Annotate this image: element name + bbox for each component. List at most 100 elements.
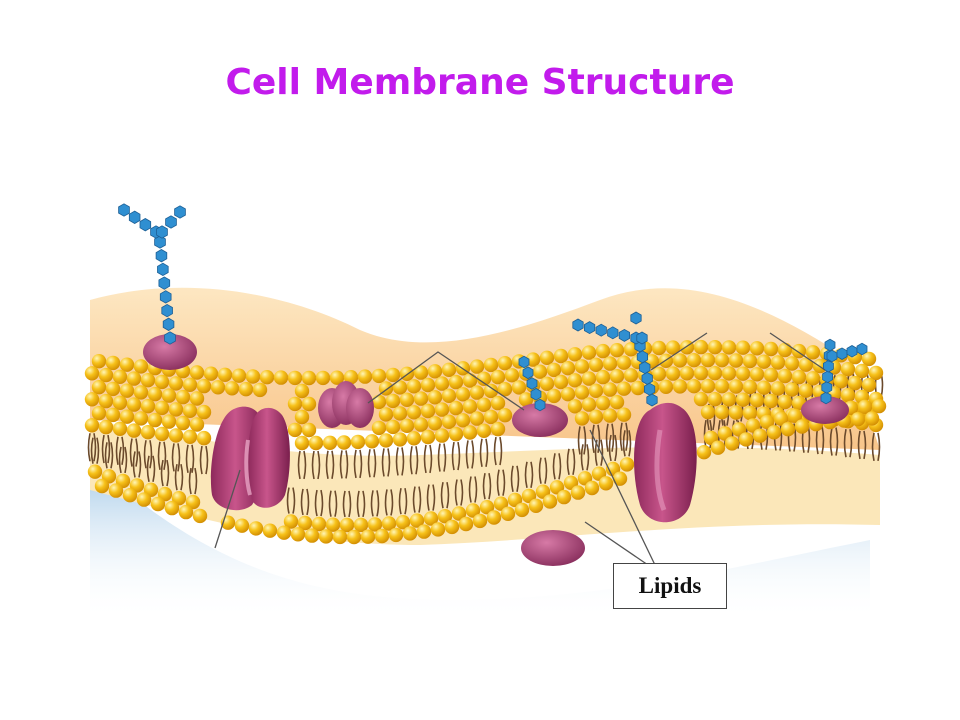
phospholipid-icon: [210, 380, 226, 395]
phospholipid-icon: [441, 414, 457, 429]
phospholipid-icon: [444, 519, 460, 535]
phospholipid-icon: [696, 445, 712, 460]
phospholipid-icon: [182, 377, 198, 392]
phospholipid-icon: [616, 355, 632, 370]
phospholipid-icon: [763, 341, 779, 357]
phospholipid-icon: [182, 429, 198, 444]
phospholipid-icon: [686, 353, 702, 368]
phospholipid-icon: [133, 359, 149, 374]
phospholipid-icon: [294, 409, 310, 425]
phospholipid-icon: [287, 422, 303, 438]
phospholipid-icon: [399, 392, 415, 407]
phospholipid-icon: [490, 421, 506, 437]
phospholipid-icon: [483, 357, 499, 373]
phospholipid-icon: [763, 367, 779, 383]
glycoprotein-middle: [512, 403, 568, 437]
carbohydrate-chain-icon: [118, 203, 868, 412]
phospholipid-icon: [679, 366, 695, 381]
phospholipid-icon: [714, 379, 730, 394]
phospholipid-icon: [196, 430, 212, 446]
phospholipid-icon: [315, 370, 331, 386]
phospholipid-icon: [311, 516, 327, 532]
phospholipid-icon: [234, 518, 250, 533]
phospholipid-icon: [413, 365, 429, 380]
phospholipid-icon: [336, 435, 352, 450]
phospholipid-icon: [630, 380, 646, 396]
phospholipid-icon: [847, 375, 863, 391]
phospholipid-icon: [490, 395, 506, 411]
phospholipid-icon: [871, 398, 887, 414]
phospholipid-icon: [728, 379, 744, 394]
phospholipid-icon: [287, 370, 303, 386]
phospholipid-icon: [514, 502, 530, 518]
phospholipid-icon: [773, 411, 789, 426]
phospholipid-icon: [469, 411, 485, 426]
phospholipid-icon: [196, 378, 212, 394]
phospholipid-icon: [385, 367, 401, 383]
phospholipid-icon: [710, 440, 726, 455]
phospholipid-icon: [728, 405, 744, 420]
phospholipid-icon: [154, 400, 170, 416]
phospholipid-icon: [612, 471, 628, 486]
phospholipid-icon: [462, 373, 478, 388]
phospholipid-icon: [434, 402, 450, 417]
phospholipid-icon: [399, 418, 415, 433]
phospholipid-icon: [745, 418, 761, 433]
phospholipid-icon: [458, 516, 474, 532]
phospholipid-icon: [619, 457, 635, 472]
phospholipid-icon: [364, 434, 380, 449]
phospholipid-icon: [182, 403, 198, 418]
phospholipid-icon: [294, 383, 310, 399]
phospholipid-icon: [413, 417, 429, 432]
phospholipid-icon: [175, 415, 191, 431]
phospholipid-icon: [672, 379, 688, 394]
transmembrane-protein: [634, 402, 697, 523]
phospholipid-icon: [500, 506, 516, 521]
phospholipid-icon: [857, 399, 873, 414]
phospholipid-icon: [448, 374, 464, 390]
phospholipid-icon: [301, 370, 317, 386]
phospholipid-icon: [416, 524, 432, 539]
phospholipid-icon: [164, 500, 180, 516]
phospholipid-icon: [574, 385, 590, 400]
phospholipid-icon: [864, 411, 880, 426]
phospholipid-icon: [465, 503, 481, 518]
phospholipid-icon: [581, 371, 597, 386]
phospholipid-icon: [672, 353, 688, 368]
phospholipid-icon: [112, 395, 128, 410]
leader-lines: [214, 332, 826, 566]
phospholipid-icon: [651, 340, 667, 356]
phospholipid-icon: [560, 387, 576, 402]
phospholipid-icon: [185, 494, 201, 510]
phospholipid-icon: [686, 379, 702, 394]
phospholipid-icon: [406, 405, 422, 420]
phospholipid-icon: [161, 414, 177, 429]
phospholipid-icon: [252, 382, 268, 398]
phospholipid-icon: [546, 362, 562, 378]
phospholipid-icon: [287, 396, 303, 412]
phospholipid-icon: [385, 419, 401, 435]
peripheral-protein-left: [143, 334, 197, 370]
phospholipid-icon: [791, 369, 807, 385]
phospholipid-icon: [353, 517, 369, 533]
phospholipid-icon: [588, 383, 604, 398]
phospholipid-icon: [721, 340, 737, 355]
phospholipid-icon: [693, 365, 709, 381]
phospholipid-icon: [105, 407, 121, 423]
phospholipid-icon: [406, 379, 422, 394]
phospholipid-icon: [868, 365, 884, 381]
phospholipid-icon: [724, 436, 740, 451]
phospholipid-icon: [437, 509, 453, 524]
phospholipid-icon: [133, 411, 149, 426]
phospholipid-icon: [742, 353, 758, 369]
phospholipid-icon: [805, 371, 821, 386]
phospholipid-icon: [787, 408, 803, 423]
lipids-label: Lipids: [613, 563, 727, 609]
phospholipid-icon: [714, 405, 730, 420]
phospholipid-icon: [150, 496, 166, 512]
phospholipid-icon: [329, 370, 345, 385]
phospholipid-icon: [455, 387, 471, 402]
phospholipid-icon: [609, 395, 625, 410]
phospholipid-icon: [84, 366, 100, 381]
globular-protein-cluster: [318, 381, 374, 428]
